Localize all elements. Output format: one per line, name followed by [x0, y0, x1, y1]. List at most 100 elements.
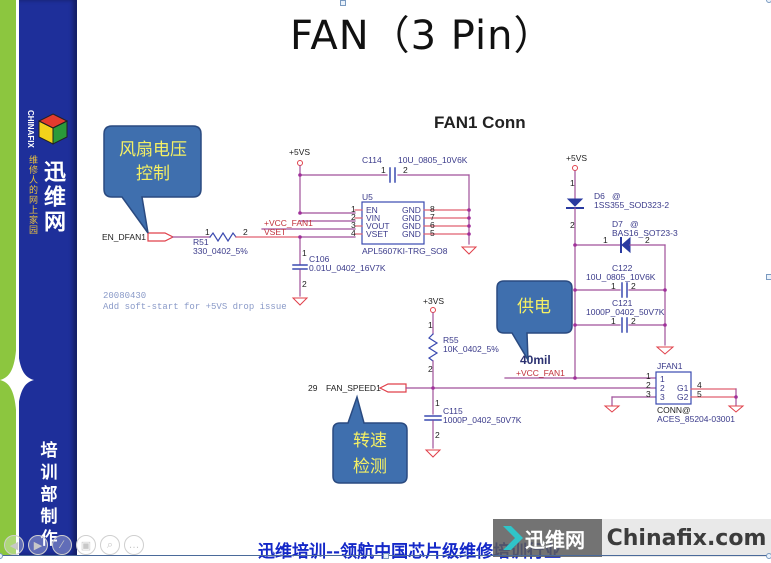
c106-value: 0.01U_0402_16V7K	[309, 263, 386, 273]
u5-pin-num: 7	[430, 212, 435, 222]
resize-handle-bottom[interactable]	[383, 553, 389, 559]
see-all-slides-button[interactable]: ▣	[76, 535, 96, 555]
callout-voltage-line1: 风扇电压	[119, 140, 187, 160]
c115-pin2: 2	[435, 430, 440, 440]
dept-char: 部	[40, 485, 58, 505]
u5-pin-num: 8	[430, 204, 435, 214]
p3vs-terminal	[430, 307, 436, 313]
note-text: Add soft-start for +5VS drop issue	[103, 302, 287, 312]
callout-voltage-control: 风扇电压 控制	[103, 125, 202, 234]
jfan1-inner: 3	[660, 392, 665, 402]
r55-value: 10K_0402_5%	[443, 344, 499, 354]
net-p5vs-left: +5VS	[289, 147, 310, 157]
c121-ground-icon	[655, 346, 675, 355]
u5-ground-icon	[460, 246, 478, 255]
jfan1-pin: 1	[646, 371, 651, 381]
c114-pin2: 2	[403, 165, 408, 175]
jfan1-connector	[655, 371, 692, 405]
fan-speed-pin-number: 29	[308, 383, 318, 393]
prev-slide-button[interactable]: ◀	[4, 535, 24, 555]
sidebar-blue-bar	[19, 0, 77, 555]
c114-value: 10U_0805_10V6K	[398, 155, 468, 165]
next-slide-button[interactable]: ▶	[28, 535, 48, 555]
dept-char: 培	[40, 441, 58, 461]
u5-pin-num: 6	[430, 220, 435, 230]
chinafix-watermark: 迅维网 Chinafix.com	[493, 519, 771, 557]
zoom-button[interactable]: ⌕	[100, 535, 120, 555]
u5-pin-name: VOUT	[366, 221, 390, 231]
note-date: 20080430	[103, 291, 146, 301]
jfan1-pin: 4	[697, 380, 702, 390]
c115-value: 1000P_0402_50V7K	[443, 415, 522, 425]
u5-pin-num: 4	[351, 228, 356, 238]
u5-pin-name: EN	[366, 205, 378, 215]
pen-tool-button[interactable]: ∕	[52, 535, 72, 555]
net-vset-label: VSET	[264, 227, 286, 237]
sidebar-brand-cn: 迅维网	[40, 160, 65, 235]
r51-pin1: 1	[205, 227, 210, 237]
jfan1-pin: 5	[697, 389, 702, 399]
more-options-button[interactable]: …	[124, 535, 144, 555]
jfan1-pin: 3	[646, 389, 651, 399]
c115-ref: C115	[443, 406, 463, 416]
u5-pin-name: GND	[402, 205, 421, 215]
c121-pin1: 1	[611, 316, 616, 326]
resize-handle-top[interactable]	[340, 0, 346, 6]
u5-pin-name: GND	[402, 229, 421, 239]
net-p3vs: +3VS	[423, 296, 444, 306]
jfan1-inner: 2	[660, 383, 665, 393]
resize-handle-bottom-left[interactable]	[0, 553, 3, 559]
slides-icon: ▣	[80, 539, 92, 552]
zoom-icon: ⌕	[106, 538, 114, 551]
c122-value: 10U_0805_10V6K	[586, 272, 656, 282]
u5-pin-num: 5	[430, 228, 435, 238]
r55-ref: R55	[443, 335, 459, 345]
callout-voltage-line2: 控制	[136, 164, 170, 184]
u5-pin-name: GND	[402, 213, 421, 223]
r51-pin2: 2	[243, 227, 248, 237]
sidebar-divider	[16, 0, 19, 555]
c114-pin1: 1	[381, 165, 386, 175]
net-fan-speed1: FAN_SPEED1	[326, 383, 381, 393]
en-dfan1-port	[147, 232, 175, 242]
d7-pin2: 2	[645, 235, 650, 245]
slideshow-controls: ◀ ▶ ∕ ▣ ⌕ …	[4, 535, 144, 555]
p5vs-right-terminal	[572, 165, 578, 171]
watermark-arrow-icon	[503, 526, 523, 550]
u5-pin-name: VSET	[366, 229, 388, 239]
junction-dots	[298, 173, 738, 399]
sidebar-green-strip	[0, 0, 16, 555]
watermark-cn: 迅维网	[525, 527, 585, 552]
c121-value: 1000P_0402_50V7K	[586, 307, 665, 317]
chinafix-logo-icon	[37, 113, 69, 145]
d6-diode	[566, 198, 584, 207]
r51-value: 330_0402_5%	[193, 246, 248, 256]
callout-speed-line2: 检测	[353, 457, 387, 477]
c121-ref: C121	[612, 298, 633, 308]
c106-pin1: 1	[302, 248, 307, 258]
r55-pin1: 1	[428, 320, 433, 330]
r55-pin2: 2	[428, 364, 433, 374]
jfan1-inner: G1	[677, 383, 689, 393]
r51-ref: R51	[193, 237, 209, 247]
c114-ref: C114	[362, 155, 382, 165]
c106-ref: C106	[309, 254, 330, 264]
u5-pin-num: 3	[351, 220, 356, 230]
net-p5vs-right: +5VS	[566, 153, 587, 163]
resize-handle-bottom-right[interactable]	[766, 553, 771, 559]
c106-ground-icon	[291, 297, 309, 306]
more-icon: …	[128, 539, 140, 551]
jfan1-pin: 2	[646, 380, 651, 390]
u5-pin-name: GND	[402, 221, 421, 231]
u5-chip	[361, 201, 425, 245]
callout-speed-detect: 转速 检测	[332, 394, 408, 484]
c115-pin1: 1	[435, 398, 440, 408]
resize-handle-right[interactable]	[766, 274, 771, 280]
next-icon: ▶	[33, 539, 43, 552]
d6-ref: D6	[594, 191, 605, 201]
footer-slogan: 迅维培训--领航中国芯片级维修培训行业	[258, 542, 562, 562]
net-vcc-fan1-label: +VCC_FAN1	[264, 218, 313, 228]
resize-handle-top-right[interactable]	[766, 0, 771, 3]
net-vcc-fan1-right: +VCC_FAN1	[516, 368, 565, 378]
fan-speed1-port	[378, 383, 407, 393]
